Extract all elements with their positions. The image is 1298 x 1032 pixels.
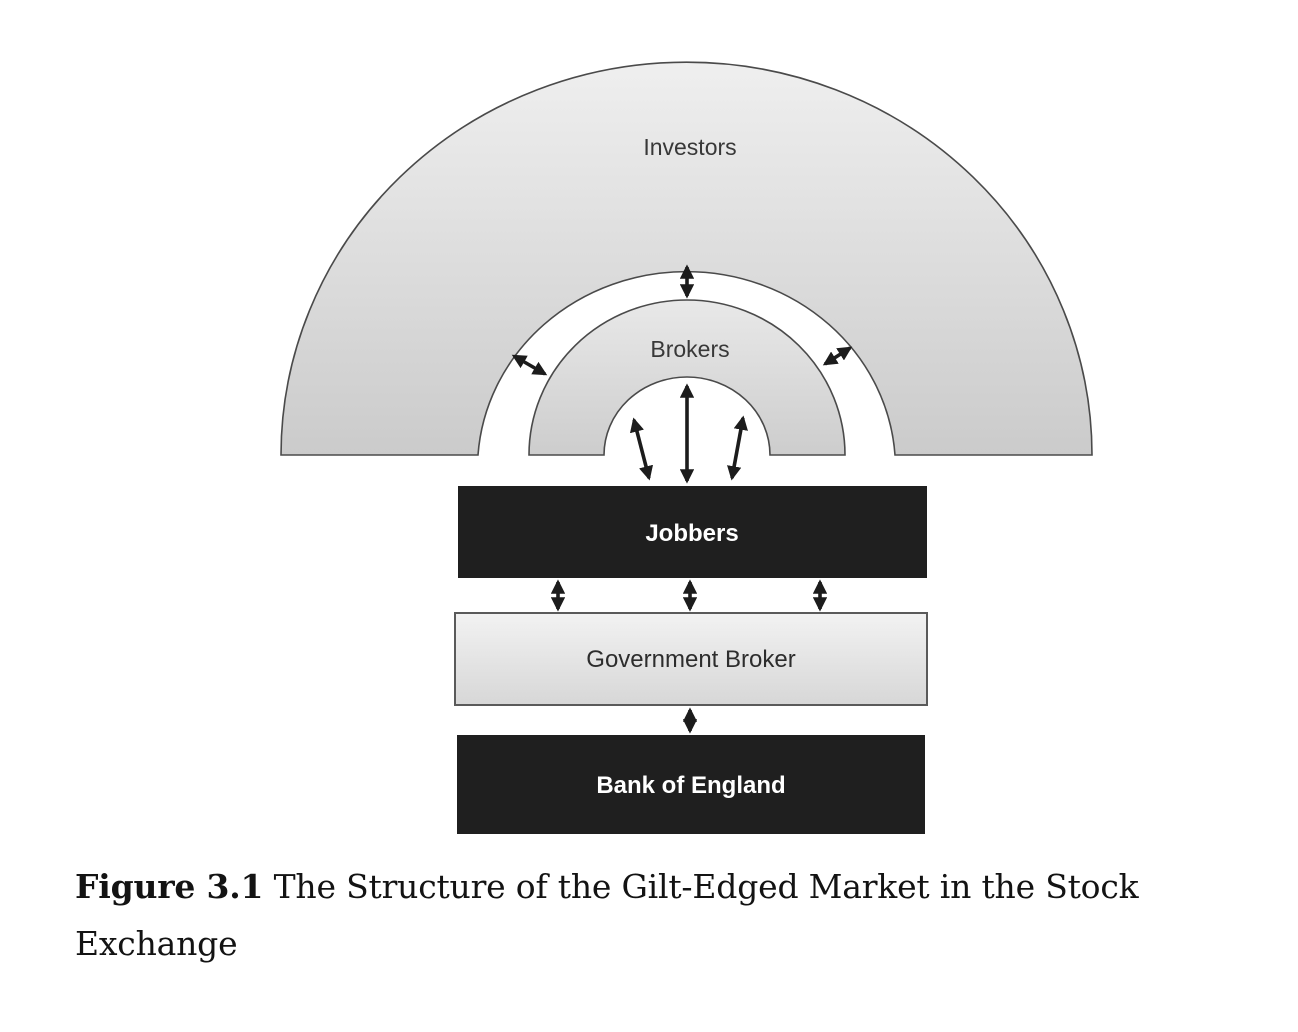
brokers-label: Brokers: [650, 336, 729, 362]
arrow-brokers-jobbers-left-icon: [629, 417, 654, 481]
figure-caption-number: Figure 3.1: [75, 867, 264, 906]
investors-label: Investors: [643, 134, 736, 160]
bank-of-england-label: Bank of England: [596, 772, 785, 799]
brokers-arch: [528, 299, 846, 456]
government-broker-box: [454, 612, 928, 706]
bank-of-england-box: [457, 735, 925, 834]
arrow-investors-brokers-left-icon: [511, 354, 548, 376]
jobbers-box: [458, 486, 927, 578]
figure-caption-text: The Structure of the Gilt-Edged Market i…: [75, 867, 1139, 964]
gilt-edged-market-diagram: Investors Brokers Jobbers Government Bro…: [280, 61, 1093, 834]
arrow-investors-brokers-right-icon: [822, 346, 853, 366]
jobbers-label: Jobbers: [645, 520, 738, 547]
arrow-brokers-jobbers-right-icon: [727, 415, 748, 481]
investors-arch: [280, 61, 1093, 456]
figure-caption: Figure 3.1 The Structure of the Gilt-Edg…: [75, 858, 1215, 972]
government-broker-label: Government Broker: [586, 646, 795, 673]
